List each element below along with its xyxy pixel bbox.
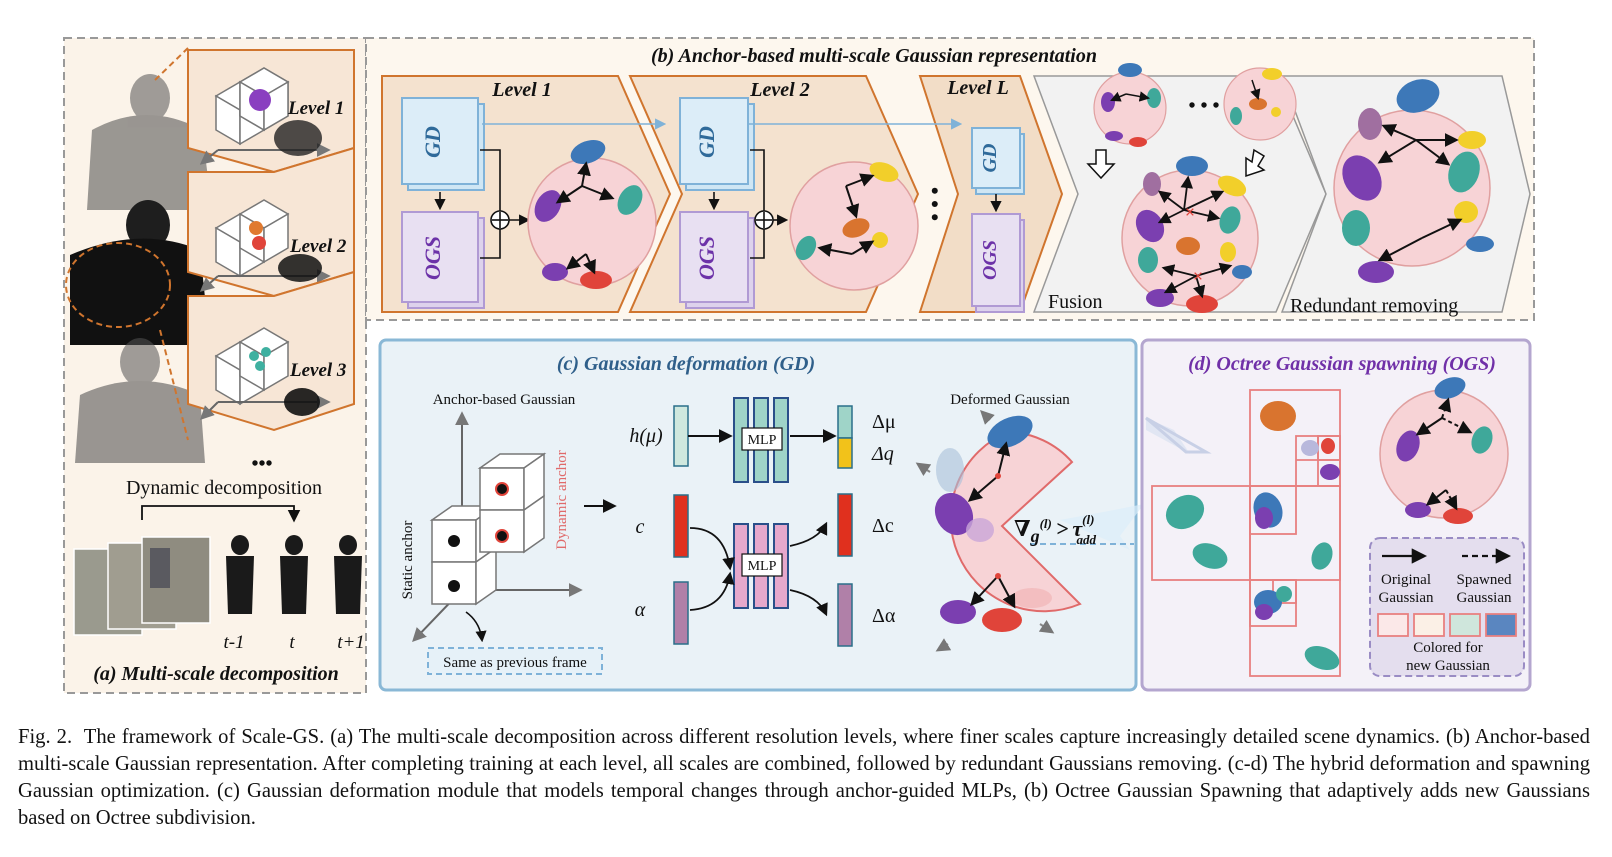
- deformed-gaussian-label: Deformed Gaussian: [950, 392, 1070, 408]
- level-l-modules: GD OGS: [971, 127, 1025, 313]
- panel-a-title: (a) Multi-scale decomposition: [93, 663, 339, 685]
- delta-q-vector: [837, 437, 853, 469]
- panel-d-title: (d) Octree Gaussian spawning (OGS): [1188, 353, 1496, 375]
- panel-a-level-2: Level 2: [289, 236, 347, 257]
- delta-mu-vector: [837, 405, 853, 439]
- person-photo-bottom: [75, 338, 205, 463]
- level-2-modules: GD OGS: [679, 97, 919, 309]
- caption-text: The framework of Scale-GS. (a) The multi…: [18, 726, 1590, 829]
- delta-c-vector: [837, 493, 853, 557]
- person-photo-top: [87, 74, 212, 210]
- delta-alpha-vector: [837, 583, 853, 647]
- panel-a-ellipsis: •••: [251, 453, 272, 475]
- legend-colored-1: Colored for: [1413, 640, 1483, 656]
- level-l-ogs: OGS: [979, 240, 1001, 280]
- delta-mu-label: Δμ: [872, 411, 896, 433]
- frame-figures: [226, 535, 362, 614]
- level-2-ogs: OGS: [694, 236, 719, 280]
- panel-c-title: (c) Gaussian deformation (GD): [557, 353, 815, 375]
- level-dots: • • •: [922, 187, 947, 221]
- mlp-top-label: MLP: [748, 433, 777, 448]
- person-photo-mid: [65, 200, 210, 345]
- level-1-gd: GD: [420, 126, 445, 158]
- mlp-bottom-label: MLP: [748, 559, 777, 574]
- panel-c: (c) Gaussian deformation (GD) Anchor-bas…: [378, 338, 1144, 692]
- spawned-circle: [1379, 377, 1509, 524]
- frame-label-prev: t-1: [223, 632, 244, 653]
- frame-label-next: t+1: [337, 632, 365, 653]
- level-1-box: Level 1: [187, 49, 355, 174]
- mlp-top: MLP: [733, 397, 789, 483]
- delta-q-label: Δq: [871, 443, 894, 465]
- level-l-gd: GD: [979, 144, 1001, 173]
- panel-b: (b) Anchor-based multi-scale Gaussian re…: [365, 37, 1535, 321]
- frame-stack: [73, 536, 211, 636]
- frame-label-current: t: [289, 632, 295, 653]
- deformed-gaussian: ∇g(l)>τ(l)add: [915, 410, 1144, 652]
- legend-spawned-2: Gaussian: [1457, 590, 1512, 606]
- figure-caption: Fig. 2. The framework of Scale-GS. (a) T…: [18, 724, 1590, 832]
- level-1-modules: GD OGS: [401, 97, 657, 309]
- delta-c-label: Δc: [872, 515, 894, 537]
- h-mu-vector: [673, 405, 689, 467]
- legend-original-1: Original: [1381, 572, 1431, 588]
- panel-d: (d) Octree Gaussian spawning (OGS): [1140, 338, 1532, 692]
- anchor-gaussian-label: Anchor-based Gaussian: [433, 392, 576, 408]
- panel-a: Level 1 Level 2 Level 3 ••• Dynamic deco…: [63, 37, 367, 694]
- h-mu-label: h(μ): [629, 425, 663, 447]
- c-label: c: [636, 516, 645, 538]
- panel-b-level-2: Level 2: [749, 79, 809, 101]
- fusion-area: • • • × × Fusion: [1048, 63, 1297, 313]
- redundant-label: Redundant removing: [1290, 295, 1458, 317]
- panel-b-level-l: Level L: [946, 77, 1009, 99]
- legend-colored-2: new Gaussian: [1406, 658, 1490, 674]
- legend-spawned-1: Spawned: [1457, 572, 1512, 588]
- octree-grid: [1151, 389, 1341, 677]
- redundant-area: Redundant removing: [1290, 79, 1494, 317]
- caption-label: Fig. 2.: [18, 726, 73, 748]
- legend: Original Gaussian Spawned Gaussian Color…: [1369, 537, 1525, 677]
- level-3-box: Level 3: [187, 270, 355, 432]
- delta-alpha-label: Δα: [872, 605, 896, 627]
- svg-text:×: ×: [1193, 266, 1203, 286]
- panel-b-title: (b) Anchor-based multi-scale Gaussian re…: [651, 45, 1097, 67]
- static-anchor-label: Static anchor: [400, 521, 416, 600]
- dynamic-decomposition-label: Dynamic decomposition: [126, 477, 322, 499]
- panel-a-level-1: Level 1: [287, 98, 344, 119]
- alpha-vector: [673, 581, 689, 645]
- legend-original-2: Gaussian: [1379, 590, 1434, 606]
- alpha-label: α: [635, 599, 646, 621]
- fusion-label: Fusion: [1048, 291, 1102, 313]
- panel-a-level-3: Level 3: [289, 360, 346, 381]
- grad-label: ∇g(l)>τ(l)add: [1014, 512, 1096, 547]
- level-1-ogs: OGS: [420, 236, 445, 280]
- mlp-bottom: MLP: [733, 523, 789, 609]
- svg-text:• • •: • • •: [1188, 95, 1219, 117]
- dynamic-anchor-label: Dynamic anchor: [554, 450, 570, 550]
- framework-figure: Level 1 Level 2 Level 3 ••• Dynamic deco…: [63, 37, 1535, 694]
- level-2-gd: GD: [694, 126, 719, 158]
- same-as-previous-label: Same as previous frame: [443, 655, 587, 671]
- panel-b-level-1: Level 1: [491, 79, 551, 101]
- svg-text:×: ×: [1185, 202, 1195, 222]
- c-vector: [673, 494, 689, 558]
